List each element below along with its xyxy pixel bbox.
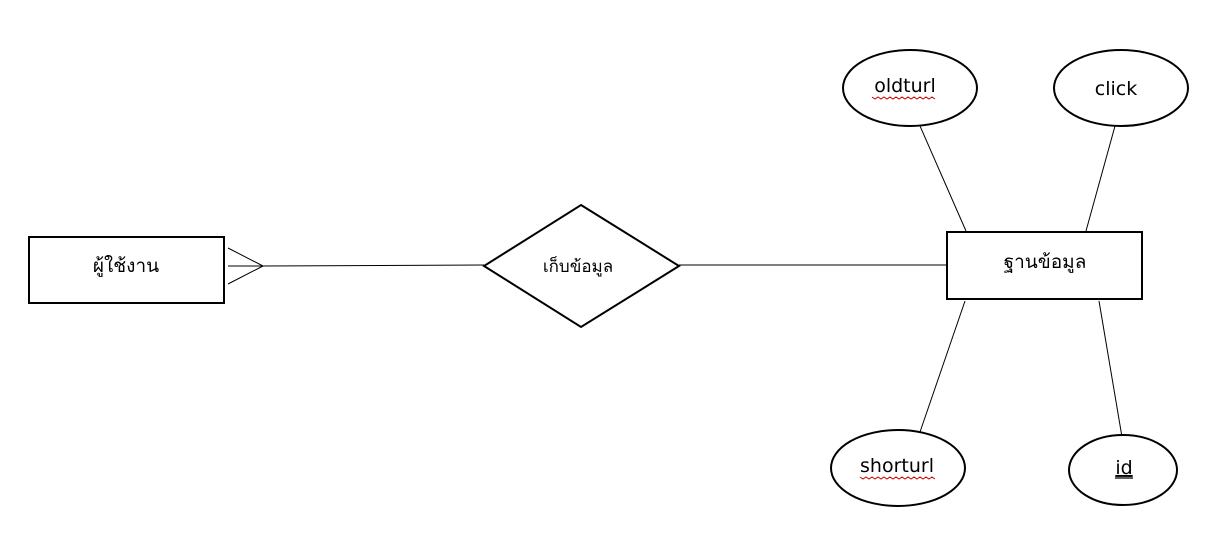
crowfoot-top-line xyxy=(227,247,264,267)
entity-user-label: ผู้ใช้งาน xyxy=(93,255,159,277)
attribute-shorturl[interactable]: shorturl xyxy=(830,429,966,507)
attribute-shorturl-ellipse xyxy=(830,429,966,507)
attribute-id[interactable]: id xyxy=(1068,434,1178,506)
shorturl-link-line xyxy=(919,300,966,433)
attribute-id-label: id xyxy=(1115,457,1132,479)
relationship-store-data[interactable]: เก็บข้อมูล xyxy=(482,203,681,329)
attribute-click[interactable]: click xyxy=(1053,49,1189,127)
attribute-click-label: click xyxy=(1095,78,1137,100)
connectors xyxy=(227,125,1123,438)
attribute-oldturl[interactable]: oldturl xyxy=(842,49,978,127)
crowfoot-bottom-line xyxy=(227,265,264,285)
entity-database[interactable]: ฐานข้อมูล xyxy=(946,231,1143,300)
click-link-line xyxy=(1085,125,1116,232)
attribute-id-ellipse xyxy=(1068,434,1178,506)
entity-user-box xyxy=(28,236,225,304)
relationship-label: เก็บข้อมูล xyxy=(543,255,613,277)
attribute-oldturl-label: oldturl xyxy=(874,75,936,97)
spellcheck-underline-oldturl xyxy=(871,96,936,100)
oldturl-link-line xyxy=(919,125,967,232)
entity-user[interactable]: ผู้ใช้งาน xyxy=(28,236,225,304)
entity-database-label: ฐานข้อมูล xyxy=(1004,251,1087,273)
relationship-diamond xyxy=(482,203,681,329)
entity-database-box xyxy=(946,231,1143,300)
attribute-shorturl-label: shorturl xyxy=(860,455,934,477)
attribute-oldturl-ellipse xyxy=(842,49,978,127)
user-relationship-line xyxy=(262,264,485,267)
id-link-line xyxy=(1098,300,1123,438)
spellcheck-underline-shorturl xyxy=(859,476,936,480)
attribute-click-ellipse xyxy=(1053,49,1189,127)
